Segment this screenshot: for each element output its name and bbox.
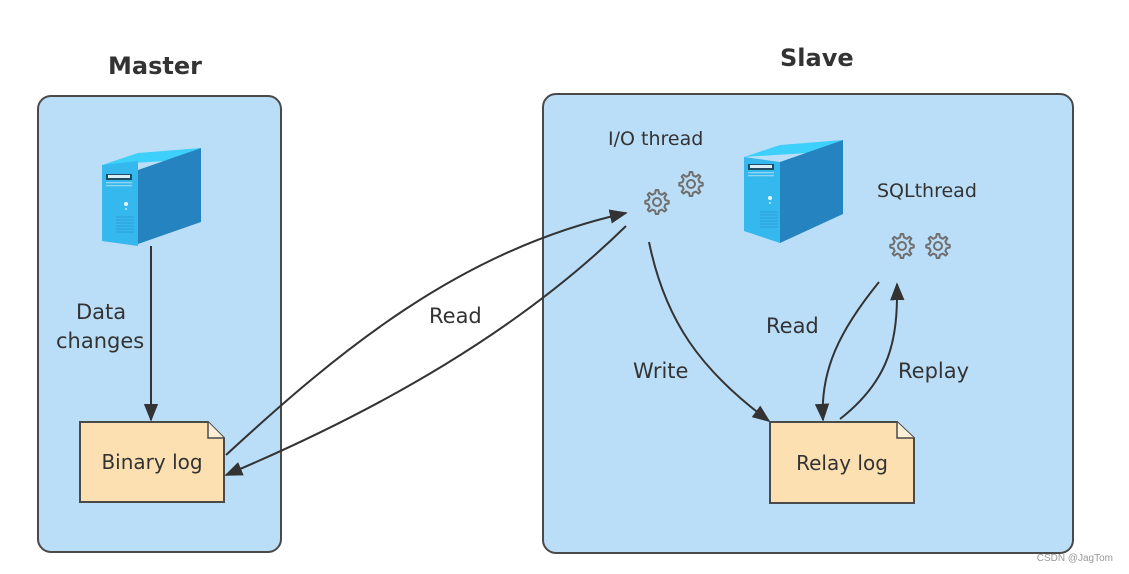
binary-log-document bbox=[79, 421, 225, 503]
watermark: CSDN @JagTom bbox=[1036, 553, 1113, 564]
relay-log-document bbox=[769, 421, 915, 504]
sql-thread-gears-icon bbox=[889, 233, 951, 259]
master-server-face bbox=[102, 165, 138, 244]
cross-read-label: Read bbox=[429, 304, 482, 328]
io-thread-gears-icon bbox=[644, 171, 704, 215]
data-changes-label-line1: Data bbox=[76, 300, 127, 324]
read-relaylog-arrow bbox=[814, 281, 880, 422]
slave-server-icon bbox=[744, 140, 843, 243]
binary-log-label: Binary log bbox=[101, 450, 203, 474]
replay-label: Replay bbox=[898, 359, 970, 383]
write-label: Write bbox=[633, 359, 689, 383]
read-binlog-arrow bbox=[225, 209, 628, 456]
sql-thread-label: SQLthread bbox=[877, 180, 977, 202]
replay-arrow bbox=[839, 282, 905, 420]
binary-log-box: Binary log bbox=[80, 422, 224, 502]
write-relaylog-arrow bbox=[648, 241, 771, 423]
relay-log-box: Relay log bbox=[770, 422, 914, 503]
io-thread-label: I/O thread bbox=[608, 128, 704, 150]
slave-read-label: Read bbox=[766, 314, 819, 338]
slave-title: Slave bbox=[780, 44, 854, 72]
master-title: Master bbox=[108, 52, 202, 80]
relay-log-label: Relay log bbox=[796, 451, 888, 475]
data-changes-label-line2: changes bbox=[56, 329, 145, 353]
request-binlog-arrow bbox=[224, 225, 627, 476]
